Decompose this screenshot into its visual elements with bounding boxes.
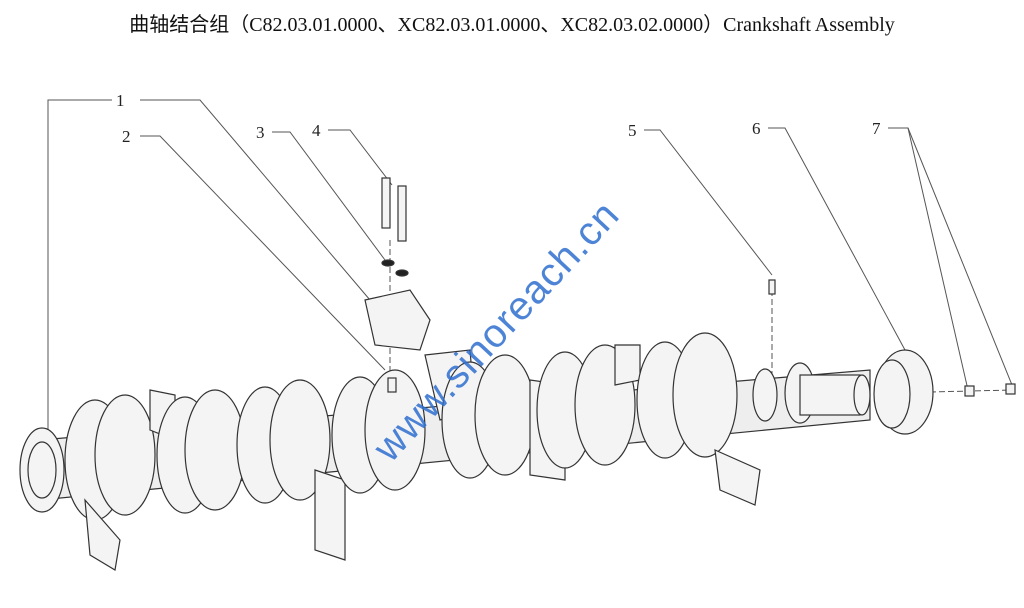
end-plug-1 xyxy=(964,385,975,397)
crankshaft xyxy=(19,289,871,571)
end-plug-2 xyxy=(1005,383,1016,395)
callout-4: 4 xyxy=(312,121,321,140)
callout-3: 3 xyxy=(256,123,265,142)
bolts xyxy=(381,177,776,393)
callout-5: 5 xyxy=(628,121,637,140)
callout-2: 2 xyxy=(122,127,131,146)
callout-7: 7 xyxy=(872,119,881,138)
callout-6: 6 xyxy=(752,119,761,138)
diagram-title: 曲轴结合组（C82.03.01.0000、XC82.03.01.0000、XC8… xyxy=(129,14,895,36)
gear xyxy=(873,349,934,435)
callout-1: 1 xyxy=(116,91,125,110)
